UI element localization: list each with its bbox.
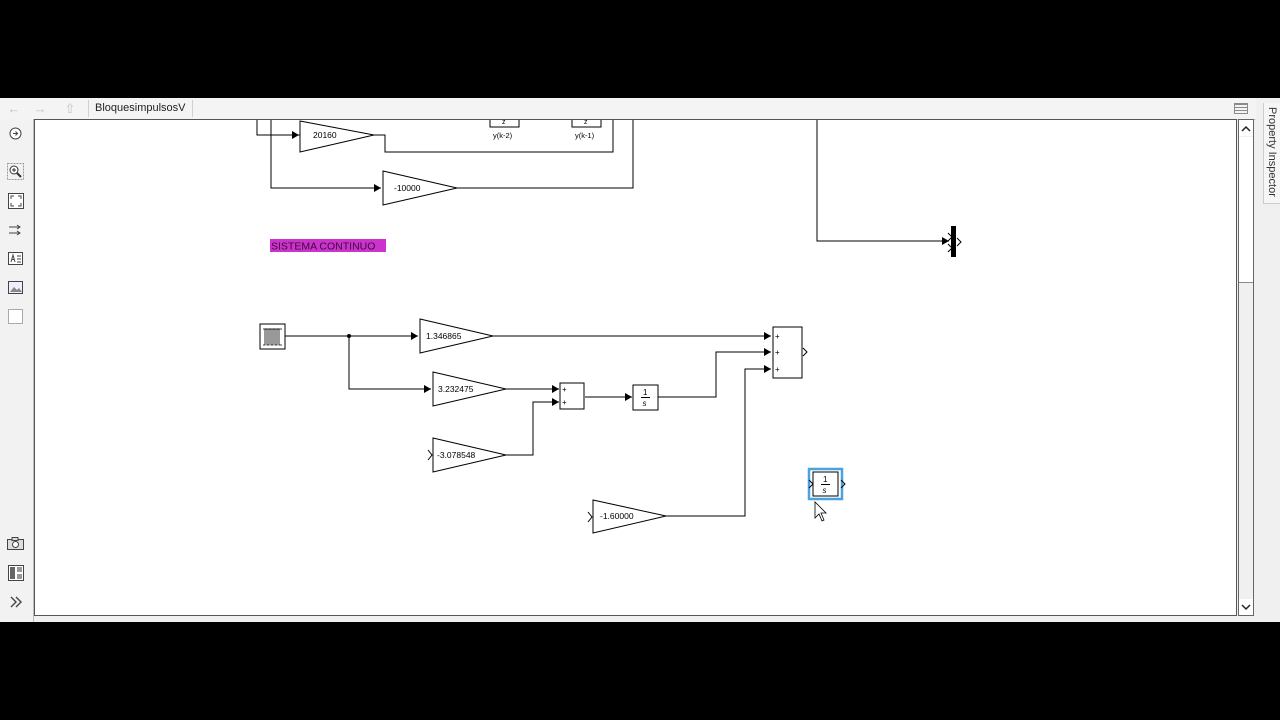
integrator-denominator: s [823,486,827,495]
area-annotation[interactable]: SISTEMA CONTINUO [270,239,386,253]
branch-point [347,334,351,338]
sum-sign: + [562,385,567,394]
model-breadcrumb[interactable]: BloquesimpulsosV [88,100,193,117]
gain-block-minus-3-078548[interactable]: -3.078548 [427,437,507,473]
gain-value: -3.078548 [437,450,476,460]
signal-line[interactable] [256,120,300,136]
delay-symbol: z [502,120,506,126]
delay-label: y(k-1) [575,131,595,140]
gain-value: 1.346865 [426,331,462,341]
mouse-cursor-icon [814,501,827,522]
signal-line[interactable] [457,120,634,189]
signal-line[interactable] [658,348,771,398]
gain-value: 3.232475 [438,384,474,394]
signal-line[interactable] [816,120,949,245]
annotation-icon[interactable] [7,250,24,267]
signal-direction-icon[interactable] [7,221,24,238]
signal-line[interactable] [348,336,431,393]
expand-chevrons-icon[interactable] [7,593,24,610]
gain-block-1-346865[interactable]: 1.346865 [419,318,494,354]
property-inspector-tab[interactable]: Property Inspector [1263,103,1280,204]
sum-block-small[interactable]: + + [559,382,585,410]
image-icon[interactable] [7,279,24,296]
sum-sign: + [562,398,567,407]
mux-block[interactable] [947,226,962,257]
signal-line[interactable] [506,398,559,456]
hide-show-explorer-icon[interactable] [7,125,24,142]
integrator-numerator: 1 [643,388,648,397]
gain-block-20160[interactable]: 20160 [299,120,375,153]
scrollbar-thumb[interactable] [1239,137,1253,283]
vertical-scrollbar[interactable] [1238,119,1254,616]
gain-value: -1.60000 [600,511,634,521]
unit-delay-block-k-1[interactable]: z y(k-1) [571,111,602,140]
integrator-numerator: 1 [823,475,828,484]
explorer-bar-menu-icon[interactable] [1234,103,1248,114]
integrator-block[interactable]: 1 s [632,384,659,411]
integrator-block-selected[interactable]: 1 s [807,467,846,501]
camera-icon[interactable] [7,535,24,552]
gain-block-minus-10000[interactable]: -10000 [382,170,458,206]
signal-line[interactable] [374,120,614,153]
sum-sign: + [775,365,780,374]
area-icon[interactable] [7,308,24,325]
forward-arrow-icon[interactable]: → [33,101,47,116]
delay-symbol: z [584,120,588,126]
scroll-up-icon[interactable] [1239,120,1253,136]
back-arrow-icon[interactable]: ← [7,101,21,116]
tool-palette [0,119,34,622]
gain-value: 20160 [313,130,337,140]
zoom-icon[interactable] [7,163,24,180]
signal-line[interactable] [270,120,381,192]
model-canvas[interactable]: 20160 -10000 z y(k-2) z y(k-1) [34,111,1237,616]
annotation-text: SISTEMA CONTINUO [271,241,375,253]
model-browser-icon[interactable] [7,564,24,581]
unit-delay-block-k-2[interactable]: z y(k-2) [489,111,520,140]
gain-block-minus-1-60000[interactable]: -1.60000 [587,499,667,534]
signal-line[interactable] [666,365,771,517]
sum-sign: + [775,348,780,357]
gain-block-3-232475[interactable]: 3.232475 [432,371,507,407]
fit-to-view-icon[interactable] [7,192,24,209]
block-diagram: 20160 -10000 z y(k-2) z y(k-1) [256,111,962,534]
sum-sign: + [775,332,780,341]
up-arrow-icon[interactable]: ⇧ [64,101,76,116]
sum-block-three-input[interactable]: + + + [772,326,808,379]
scroll-down-icon[interactable] [1239,599,1253,615]
simulink-editor-window: ← → ⇧ BloquesimpulsosV [0,98,1280,622]
property-inspector-label: Property Inspector [1266,107,1278,197]
delay-label: y(k-2) [493,131,513,140]
address-bar: ← → ⇧ BloquesimpulsosV [0,98,1256,120]
pulse-generator-block[interactable] [259,323,286,350]
gain-value: -10000 [394,183,421,193]
integrator-denominator: s [643,399,647,408]
